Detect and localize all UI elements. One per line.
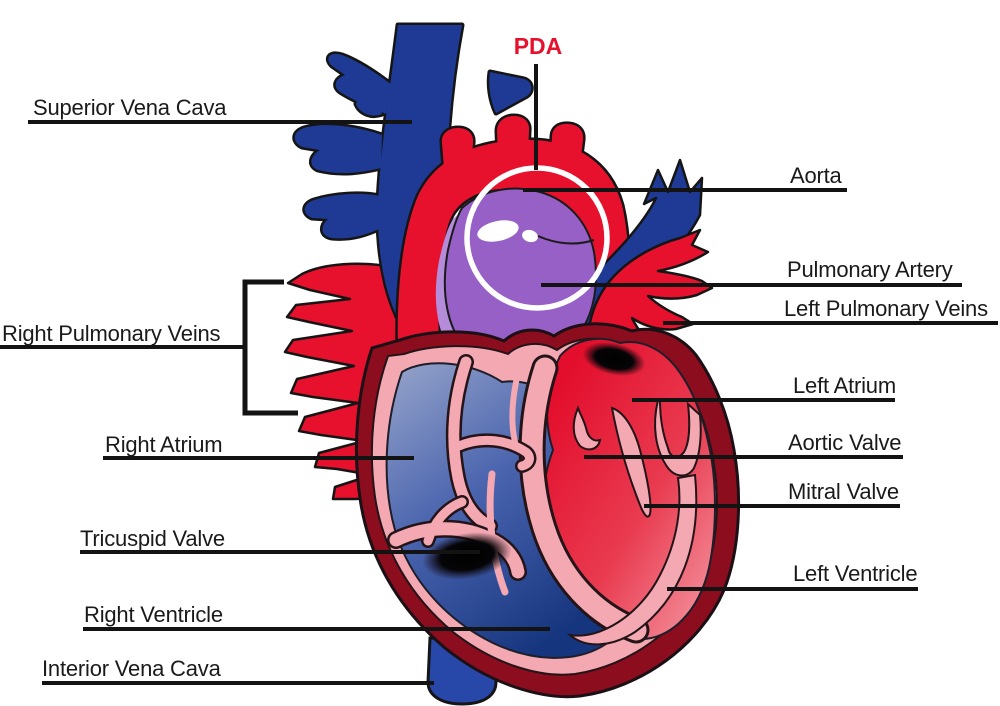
label-pda: PDA [514, 33, 563, 59]
label-aorta: Aorta [790, 163, 843, 188]
label-left-pulmonary-veins: Left Pulmonary Veins [784, 296, 988, 321]
left-atrium-opening [582, 341, 646, 377]
label-left-ventricle: Left Ventricle [793, 561, 917, 586]
label-tricuspid-valve: Tricuspid Valve [80, 526, 225, 551]
label-right-atrium: Right Atrium [105, 432, 222, 457]
label-superior-vena-cava: Superior Vena Cava [33, 95, 227, 120]
mitral-valve-shape [610, 406, 652, 518]
septum-shape [518, 354, 650, 644]
right-atrium-wall-detail [445, 354, 537, 534]
left-ventricle-inner-wall [566, 473, 698, 646]
label-interior-vena-cava: Interior Vena Cava [42, 656, 222, 681]
tricuspid-opening [422, 532, 512, 580]
label-aortic-valve: Aortic Valve [788, 430, 901, 455]
pda-opening-highlight [477, 220, 519, 242]
aortic-valve-shape [572, 405, 602, 451]
pda-detail-line [537, 235, 595, 245]
label-mitral-valve: Mitral Valve [788, 479, 899, 504]
pda-opening-highlight-small [522, 229, 538, 243]
label-right-ventricle: Right Ventricle [84, 602, 223, 627]
label-right-pulmonary-veins: Right Pulmonary Veins [2, 321, 221, 346]
right-pulmonary-veins-bracket [242, 279, 298, 416]
label-left-atrium: Left Atrium [793, 373, 896, 398]
label-pulmonary-artery: Pulmonary Artery [787, 257, 953, 282]
right-ventricle-strand-upper [509, 362, 523, 445]
